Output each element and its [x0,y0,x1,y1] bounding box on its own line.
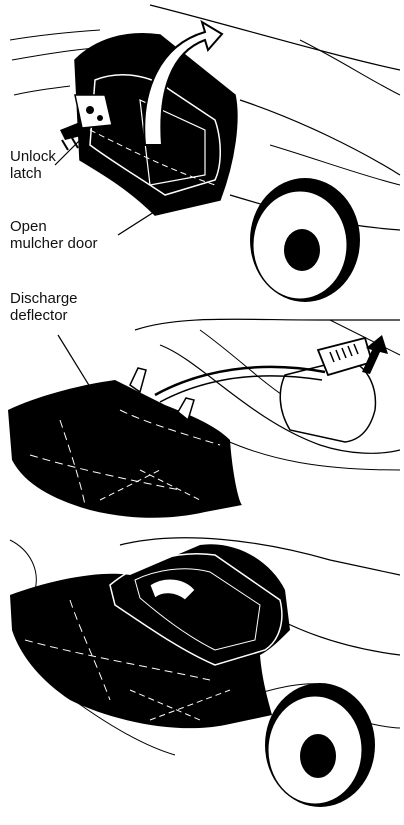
installed-deflector [10,544,290,728]
rear-wheel-3 [265,683,375,807]
discharge-deflector [8,380,242,518]
open-mulcher-door-line-2: mulcher door [10,235,98,252]
deck-outline-3a [10,540,36,590]
open-mulcher-door-line-1: Open [10,218,98,235]
leader-discharge-deflector [58,335,95,395]
deck-edge-1 [240,100,400,175]
deck-outline-3c [280,620,400,655]
deck-curve-2 [270,145,400,185]
discharge-deflector-line-2: deflector [10,307,78,324]
latch-pin-2 [97,115,103,121]
open-mulcher-door-label: Open mulcher door [10,218,98,252]
leader-unlock-latch [55,138,82,165]
deck-outline-2d [225,440,400,470]
latch-pin-1 [86,106,94,114]
unlock-latch-label: Unlock latch [10,148,56,182]
unlock-latch-line-2: latch [10,165,56,182]
panel-2-discharge-deflector [8,319,400,518]
leader-open-door [118,205,165,235]
deflector-tab-1 [130,368,146,392]
unlock-latch-line-1: Unlock [10,148,56,165]
panel-3-installed [10,538,400,807]
deck-outline-2c [200,330,290,400]
panel-1-mulcher-door [10,5,400,302]
deck-outline-2a [135,319,400,330]
discharge-deflector-label: Discharge deflector [10,290,78,324]
discharge-deflector-line-1: Discharge [10,290,78,307]
deck-curve-1 [300,40,400,95]
rear-wheel-1 [250,178,360,302]
